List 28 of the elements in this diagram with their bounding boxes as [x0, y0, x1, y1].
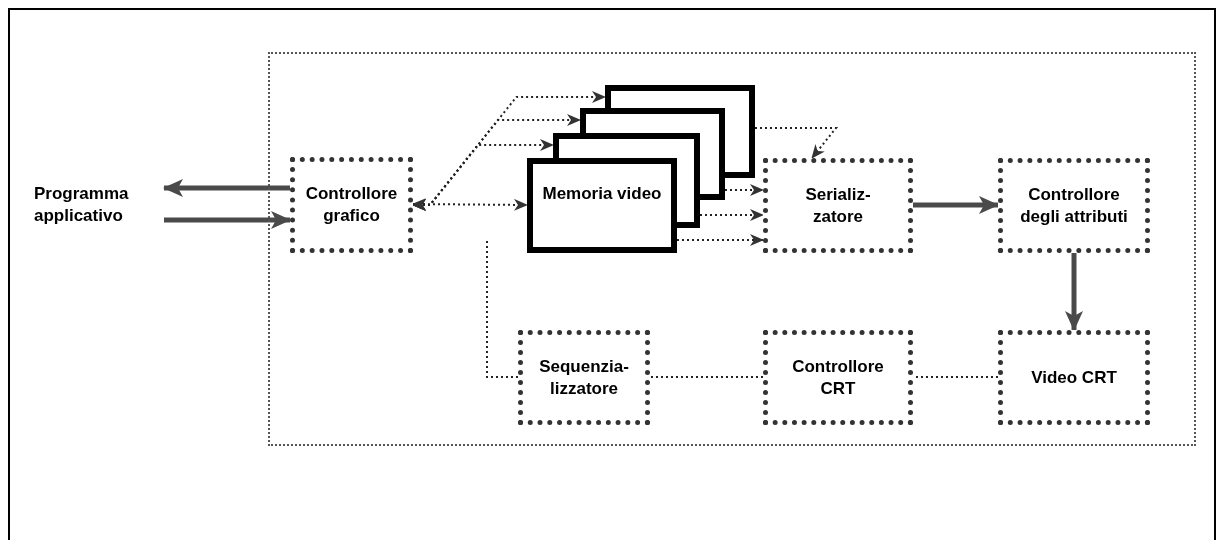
box-label: Memoria video: [541, 183, 663, 205]
process-box: [763, 330, 913, 425]
arrow: [676, 234, 764, 246]
process-box: [518, 330, 650, 425]
process-box: [763, 158, 913, 253]
dotted-frame: [268, 52, 1196, 446]
arrow: [913, 196, 999, 214]
box-label: Sequenzia- lizzatore: [538, 355, 630, 400]
process-box: [998, 330, 1150, 425]
arrow: [754, 127, 839, 159]
box-label: Controllore degli attributi: [1019, 183, 1129, 228]
box-label: Controllore CRT: [791, 355, 885, 400]
box-label: Serializ- zatore: [804, 183, 872, 228]
process-box: [290, 157, 413, 253]
arrow: [164, 211, 291, 229]
arrow: [699, 209, 764, 221]
process-box: [998, 158, 1150, 253]
box-label: Controllore grafico: [304, 183, 399, 227]
connector-line: [486, 239, 519, 378]
node-label: Programma applicativo: [34, 183, 130, 227]
box-label: Video CRT: [1030, 366, 1118, 389]
arrow: [412, 139, 554, 211]
connector-line: [649, 376, 764, 378]
arrow: [724, 184, 764, 196]
memory-stack: [527, 85, 755, 253]
arrow: [412, 198, 528, 211]
arrow: [163, 179, 290, 197]
arrow: [1065, 253, 1083, 331]
